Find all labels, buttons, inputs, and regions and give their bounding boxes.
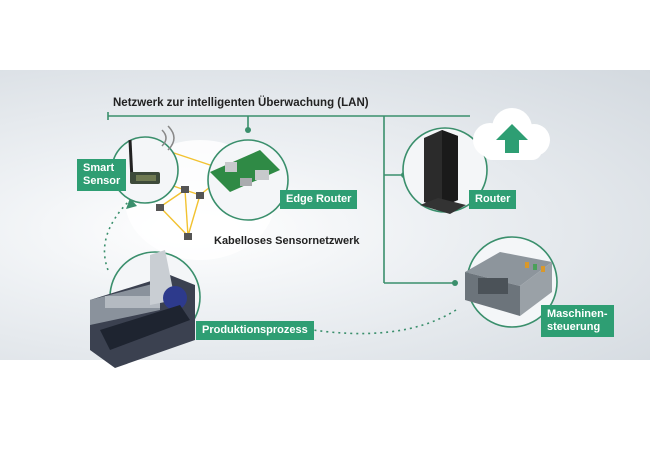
edge-router-tag: Edge Router <box>280 190 358 209</box>
arrowhead <box>126 198 137 209</box>
sensor-node <box>181 186 189 193</box>
junction-dot <box>245 127 251 133</box>
sensor-node <box>196 192 204 199</box>
lan-label: Netzwerk zur intelligenten Überwachung (… <box>113 97 369 109</box>
lan-lines <box>107 112 470 284</box>
machine-control-tag: Maschinen- steuerung <box>541 305 614 337</box>
junction-dot <box>452 280 458 286</box>
machine-control-device <box>465 236 558 328</box>
cloud-upload-icon <box>473 108 550 160</box>
edge-router-device <box>207 139 289 221</box>
sensor-node <box>156 204 164 211</box>
smart-sensor-tag: Smart Sensor <box>77 159 127 191</box>
production-process-tag: Produktionsprozess <box>196 321 314 340</box>
sensor-node <box>184 233 192 240</box>
smart-sensor-device <box>111 125 179 204</box>
wifi-signal-icon <box>161 125 175 151</box>
router-tag: Router <box>469 190 517 209</box>
router-device <box>402 127 488 214</box>
flow-process-to-sensor <box>103 199 131 271</box>
wireless-network-label: Kabelloses Sensornetzwerk <box>214 235 360 247</box>
flow-machine-to-process <box>299 309 457 335</box>
production-machine <box>90 250 201 368</box>
flow-arrows <box>103 199 457 335</box>
